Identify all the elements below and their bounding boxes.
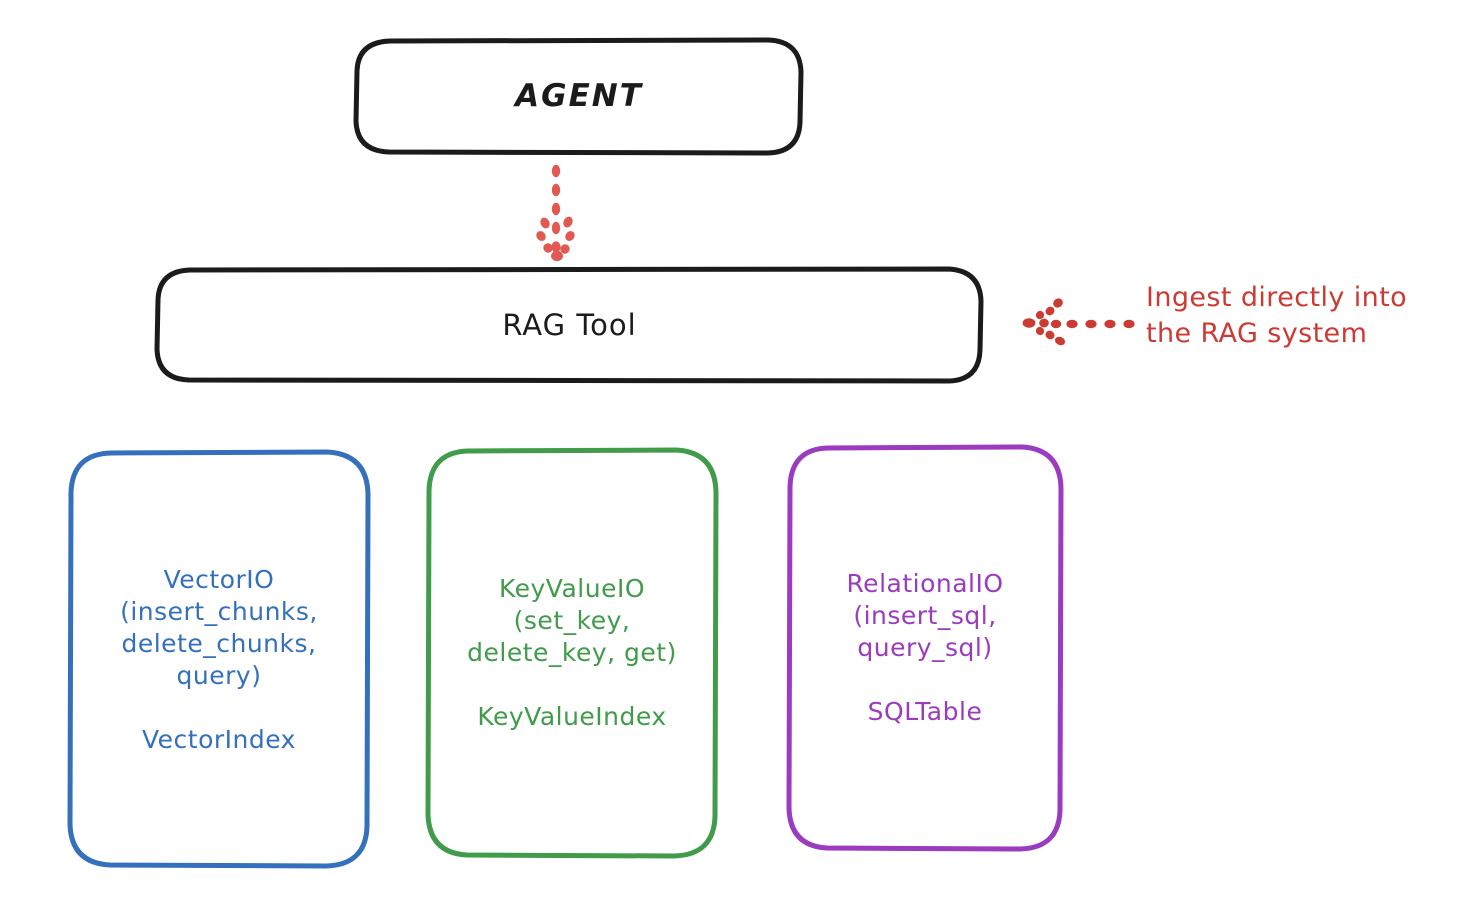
vector-io-card-outline[interactable]	[67, 449, 371, 869]
relational-io-card-outline[interactable]	[786, 444, 1064, 852]
ingest-annotation-text: Ingest directly into the RAG system	[1146, 282, 1408, 349]
key-value-io-card-outline[interactable]	[425, 447, 719, 859]
agent-to-rag-tool-arrow	[536, 164, 575, 262]
rag-tool-box-outline[interactable]	[154, 266, 984, 384]
agent-box-outline[interactable]	[353, 37, 804, 156]
annotation-to-rag-tool-arrow	[1022, 298, 1135, 346]
